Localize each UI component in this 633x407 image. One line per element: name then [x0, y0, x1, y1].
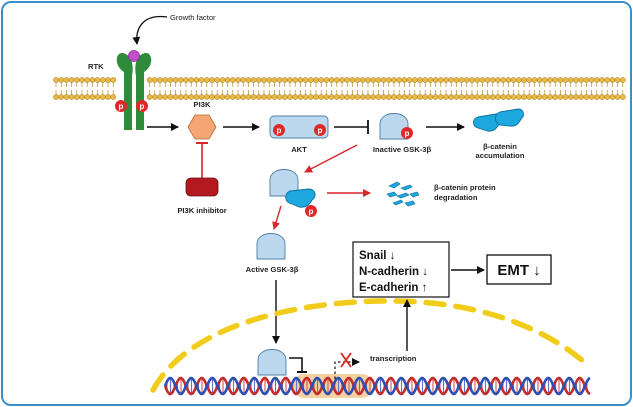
gsk3b-repression-line — [289, 357, 303, 372]
inactive-gsk3b-label: Inactive GSK-3β — [373, 145, 432, 154]
nucleus-envelope — [150, 298, 593, 393]
akt-phospho-right: p — [314, 124, 326, 136]
akt-phospho-left: p — [273, 124, 285, 136]
transcription-label: transcription — [370, 354, 417, 363]
beta-catenin-accumulation-label-2: accumulation — [476, 151, 525, 160]
pi3k-inhibitor-label: PI3K inhibitor — [177, 206, 226, 215]
blocked-transcription-arrow — [334, 358, 360, 379]
gsk3b-beta-catenin-complex: p — [269, 169, 317, 217]
pi3k-enzyme — [187, 114, 217, 140]
svg-text:p: p — [140, 102, 145, 111]
rtk-phospho-right: p — [136, 100, 148, 112]
beta-catenin-accumulation-label-1: β-catenin — [483, 142, 517, 151]
n-cadherin-marker: N-cadherin ↓ — [359, 266, 428, 278]
rtk-label: RTK — [88, 62, 104, 71]
growth-factor-arrow — [132, 15, 168, 45]
akt-protein — [269, 115, 329, 139]
svg-text:p: p — [277, 126, 282, 135]
active-gsk3b-label: Active GSK-3β — [246, 265, 299, 274]
cell-membrane — [53, 77, 626, 100]
beta-catenin-degradation-label-1: β-catenin protein — [434, 183, 496, 192]
svg-text:p: p — [309, 207, 314, 216]
svg-text:p: p — [119, 102, 124, 111]
svg-text:p: p — [318, 126, 323, 135]
dna-double-helix — [163, 374, 591, 398]
active-gsk3b-protein — [256, 233, 286, 260]
beta-catenin-degradation-fragments-icon — [386, 181, 420, 207]
growth-factor-label: Growth factor — [170, 13, 216, 22]
akt-label: AKT — [291, 145, 307, 154]
emt-label: EMT ↓ — [497, 262, 540, 279]
e-cadherin-marker: E-cadherin ↑ — [359, 282, 427, 294]
snail-marker: Snail ↓ — [359, 250, 395, 262]
gsk-to-complex-arrow — [304, 144, 358, 173]
svg-text:p: p — [405, 129, 410, 138]
gsk3b-on-dna — [257, 349, 287, 376]
emt-box — [486, 254, 552, 285]
emt-markers-box — [352, 241, 450, 298]
beta-catenin-degradation-label-2: degradation — [434, 193, 478, 202]
beta-catenin-accumulation-icon — [473, 108, 524, 132]
pi3k-label: PI3K — [194, 100, 211, 109]
inactive-gsk3b-phospho: p — [401, 127, 413, 139]
inactive-gsk3b-protein — [379, 113, 409, 140]
pi3k-inhibitor-capsule — [185, 177, 219, 197]
rtk-phospho-left: p — [115, 100, 127, 112]
transcription-block-icon — [340, 352, 352, 368]
complex-to-active-gsk-arrow — [272, 205, 282, 230]
